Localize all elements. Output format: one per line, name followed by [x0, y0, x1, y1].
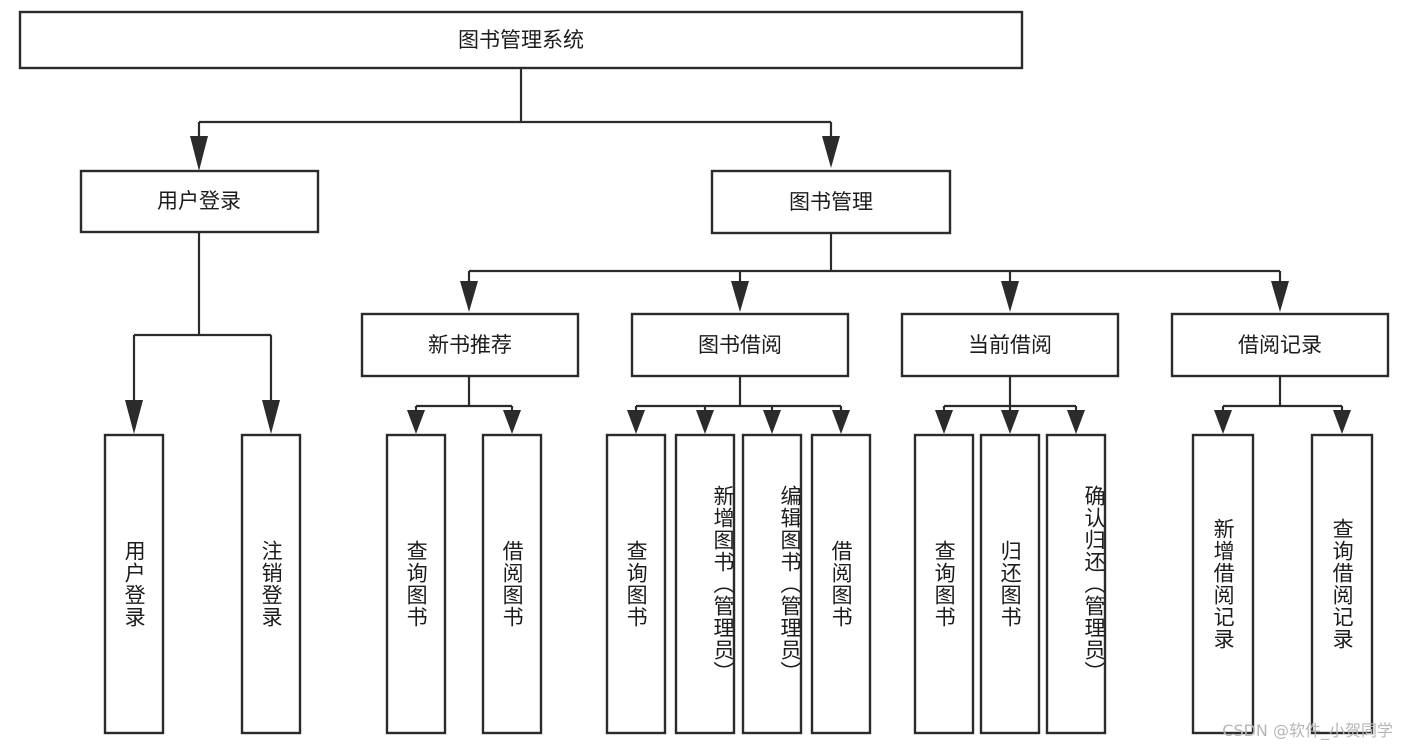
arrow-head-borrow-record [1271, 281, 1289, 312]
node-current-borrow-label: 当前借阅 [968, 333, 1052, 357]
arrow-head-leaf-book-borrow-3 [763, 410, 781, 434]
node-leaf-new-book-2[interactable] [481, 433, 543, 735]
node-leaf-book-borrow-3[interactable] [741, 433, 803, 735]
arrow-head-new-book [460, 281, 478, 312]
arrow-head-user-login [190, 136, 208, 171]
node-leaf-new-book-1[interactable] [385, 433, 447, 735]
node-book-borrow[interactable] [630, 312, 850, 378]
arrow-head-leaf-book-borrow-1 [627, 410, 645, 434]
connector-root-to-level1 [190, 68, 840, 171]
connector-borrow-record-to-leaves [1214, 376, 1351, 434]
connector-user-login-to-leaves [125, 232, 280, 434]
connector-book-borrow-to-leaves [627, 376, 850, 434]
node-borrow-record-label: 借阅记录 [1238, 333, 1322, 357]
node-root-label: 图书管理系统 [458, 28, 584, 52]
arrow-head-book-manage [822, 136, 840, 168]
arrow-head-book-borrow [731, 281, 749, 312]
node-leaf-book-borrow-1[interactable] [605, 433, 667, 735]
node-borrow-record[interactable] [1170, 312, 1390, 378]
node-leaf-current-borrow-2[interactable] [979, 433, 1041, 735]
arrow-head-leaf-current-borrow-2 [1001, 410, 1019, 434]
node-leaf-user-login-1[interactable] [103, 433, 165, 735]
node-book-manage[interactable] [710, 169, 952, 235]
node-leaf-borrow-record-2[interactable] [1310, 433, 1374, 735]
arrow-head-leaf-new-book-1 [407, 410, 425, 434]
node-current-borrow[interactable] [900, 312, 1120, 378]
connector-current-borrow-to-leaves [935, 376, 1085, 434]
node-leaf-book-borrow-4[interactable] [810, 433, 872, 735]
connector-new-book-to-leaves [407, 376, 521, 434]
arrow-head-leaf-user-login-2 [262, 400, 280, 434]
arrow-head-leaf-borrow-record-1 [1214, 410, 1232, 434]
arrow-head-leaf-current-borrow-3 [1067, 410, 1085, 434]
node-root[interactable] [18, 10, 1024, 70]
node-new-book-recommend[interactable] [360, 312, 580, 378]
node-user-login[interactable] [79, 169, 320, 234]
node-leaf-user-login-2[interactable] [240, 433, 302, 735]
arrow-head-leaf-new-book-2 [503, 410, 521, 434]
arrow-head-leaf-user-login-1 [125, 400, 143, 434]
arrow-head-leaf-book-borrow-2 [696, 410, 714, 434]
arrow-head-current-borrow [1001, 281, 1019, 312]
node-leaf-current-borrow-3[interactable] [1045, 433, 1107, 735]
arrow-head-leaf-borrow-record-2 [1333, 410, 1351, 434]
node-leaf-current-borrow-1[interactable] [913, 433, 975, 735]
node-book-borrow-label: 图书借阅 [698, 333, 782, 357]
csdn-watermark: CSDN @软件_小贺同学 [1222, 721, 1393, 740]
node-leaf-borrow-record-1[interactable] [1191, 433, 1255, 735]
node-book-manage-label: 图书管理 [789, 190, 873, 214]
node-user-login-label: 用户登录 [157, 189, 241, 213]
arrow-head-leaf-current-borrow-1 [935, 410, 953, 434]
arrow-head-leaf-book-borrow-4 [832, 410, 850, 434]
node-leaf-book-borrow-2[interactable] [674, 433, 736, 735]
node-new-book-recommend-label: 新书推荐 [428, 333, 512, 357]
connector-book-manage-to-level2 [460, 233, 1289, 312]
